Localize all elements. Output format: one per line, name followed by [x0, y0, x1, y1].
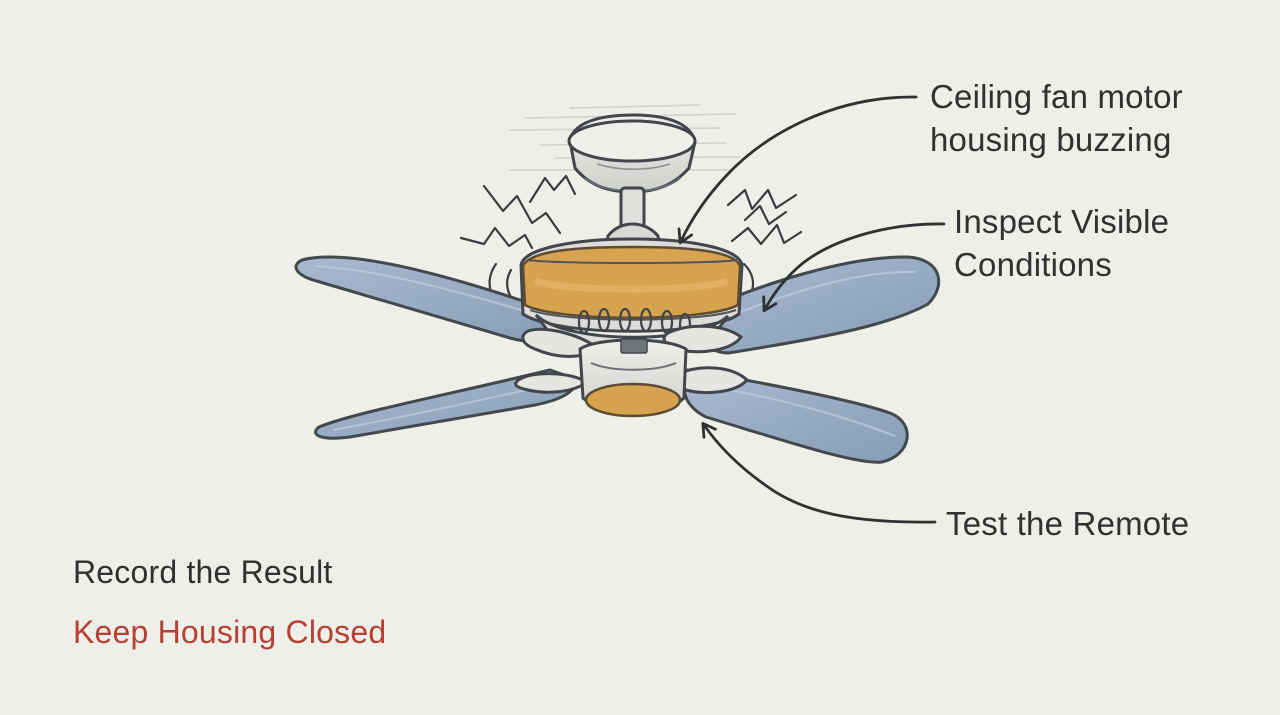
- motor-housing: [519, 237, 744, 333]
- visible-conditions-label-line-1: Inspect Visible: [954, 203, 1170, 240]
- light-kit: [578, 338, 688, 418]
- motor-housing-arrow: [677, 95, 918, 245]
- keep-housing-closed-warning: Keep Housing Closed: [73, 614, 387, 650]
- fan-blade-right-upper: [692, 255, 941, 355]
- visible-conditions-label: Inspect Visible Conditions: [954, 200, 1169, 286]
- blade-arms: [514, 324, 750, 395]
- motor-housing-label-line-2: housing buzzing: [930, 121, 1172, 158]
- ceiling-canopy: [567, 113, 697, 194]
- remote-arrow: [701, 421, 937, 524]
- visible-conditions-label-line-2: Conditions: [954, 246, 1112, 283]
- record-result-text: Record the Result: [73, 554, 333, 590]
- motor-housing-label: Ceiling fan motor housing buzzing: [930, 75, 1183, 161]
- visible-conditions-arrow: [762, 222, 946, 313]
- remote-label: Test the Remote: [946, 505, 1190, 542]
- motor-housing-label-line-1: Ceiling fan motor: [930, 78, 1183, 115]
